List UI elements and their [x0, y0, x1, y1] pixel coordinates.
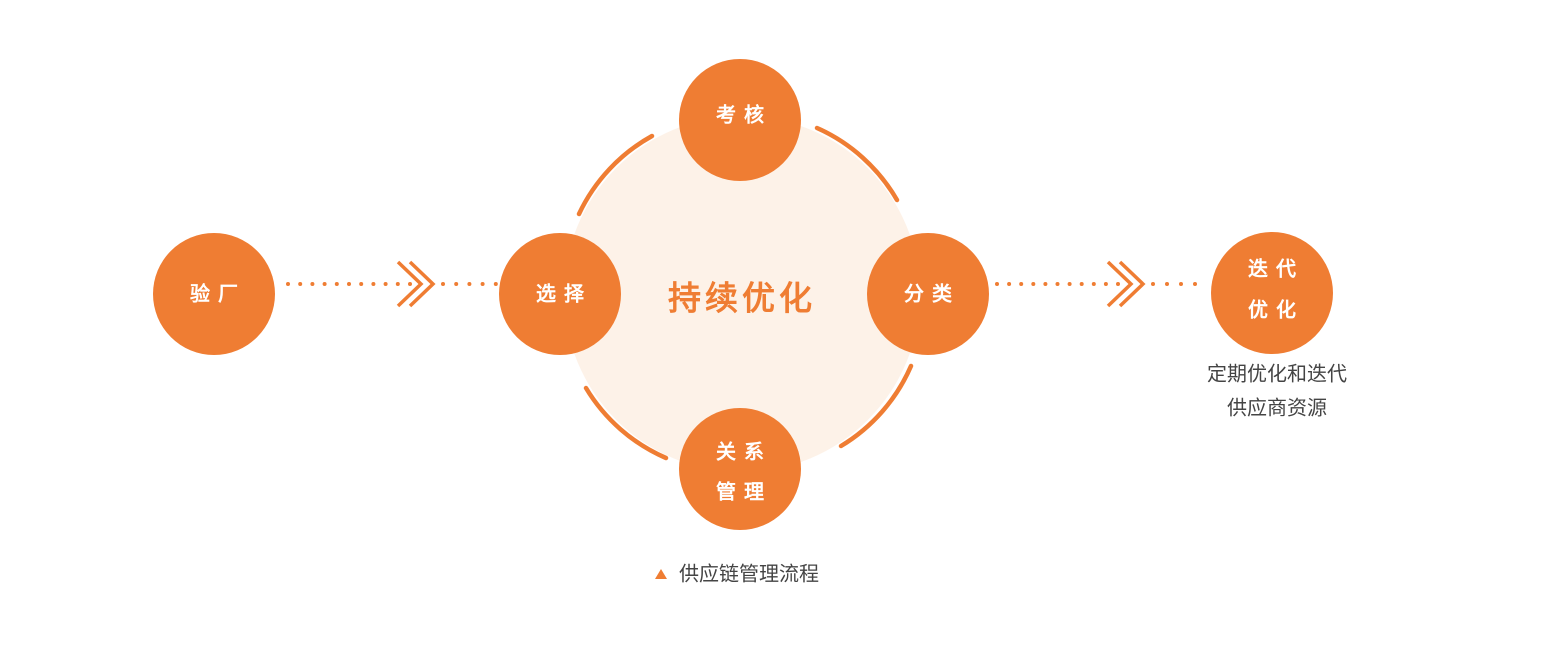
node-label: 选择	[536, 282, 592, 306]
node-label-line-2: 管理	[716, 480, 772, 504]
node-label: 分类	[904, 282, 960, 306]
connector-dot	[298, 282, 303, 286]
connector-dot	[1165, 282, 1169, 286]
cycle-arc-top-right	[814, 125, 900, 203]
node-iterative-optimization: 迭代 优化	[1211, 232, 1333, 354]
connector-left-dots-b	[441, 282, 498, 286]
node-label-line-2: 优化	[1248, 298, 1304, 322]
connector-dot	[1067, 282, 1072, 286]
double-chevron-right-icon	[1106, 260, 1146, 308]
connector-dot	[1031, 282, 1036, 286]
connector-dot	[334, 282, 339, 286]
center-title: 持续优化	[668, 279, 816, 318]
connector-dot	[1091, 282, 1096, 286]
node-circle	[679, 408, 801, 530]
connector-left	[286, 260, 498, 308]
node-circle	[867, 233, 989, 355]
connector-dot	[454, 282, 459, 286]
cycle-arcs	[576, 125, 914, 461]
optimization-note: 定期优化和迭代 供应商资源	[1207, 362, 1347, 420]
connector-dot	[310, 282, 315, 286]
connector-dot	[1055, 282, 1060, 286]
cycle-arc-top-left	[576, 133, 655, 217]
connector-dot	[408, 282, 412, 286]
connector-dot	[441, 282, 445, 286]
optimization-note-line-1: 定期优化和迭代	[1207, 362, 1347, 386]
connector-dot	[322, 282, 327, 286]
connector-dot	[395, 282, 400, 286]
node-label: 验厂	[190, 282, 246, 306]
node-classification: 分类	[867, 233, 989, 355]
chevron-stroke	[408, 260, 436, 308]
node-assessment: 考核	[679, 59, 801, 181]
node-circle	[679, 59, 801, 181]
cycle-arc-bottom-right	[838, 363, 914, 449]
connector-dot	[1007, 282, 1012, 286]
node-selection: 选择	[499, 233, 621, 355]
connector-dot	[383, 282, 388, 286]
connector-dot	[1116, 282, 1120, 286]
connector-dot	[1019, 282, 1024, 286]
node-circle	[1211, 232, 1333, 354]
connector-dot	[493, 282, 498, 286]
chevron-stroke	[1106, 260, 1134, 308]
caption-text: 供应链管理流程	[679, 562, 819, 586]
connector-dot	[1043, 282, 1048, 286]
connector-dot	[359, 282, 364, 286]
chevron-stroke	[1118, 260, 1146, 308]
node-relationship-management: 关系 管理	[679, 408, 801, 530]
optimization-note-line-2: 供应商资源	[1227, 396, 1327, 420]
connector-dot	[347, 282, 351, 286]
double-chevron-right-icon	[396, 260, 436, 308]
connector-dot	[1179, 282, 1183, 286]
connector-dot	[467, 282, 472, 286]
connector-left-dots-a	[286, 282, 412, 286]
connector-dot	[1151, 282, 1155, 286]
node-circle	[153, 233, 275, 355]
connector-dot	[995, 282, 999, 286]
connector-dot	[1193, 282, 1197, 286]
connector-right-dots-b	[1151, 282, 1197, 286]
connector-right-dots-a	[995, 282, 1120, 286]
node-factory-audit: 验厂	[153, 233, 275, 355]
chevron-stroke	[396, 260, 424, 308]
connector-dot	[286, 282, 290, 286]
node-label-line-1: 迭代	[1248, 257, 1304, 281]
connector-right	[995, 260, 1197, 308]
connector-dot	[1103, 282, 1108, 286]
cycle-arc-bottom-left	[583, 385, 669, 461]
node-label-line-1: 关系	[716, 440, 772, 464]
connector-dot	[1079, 282, 1084, 286]
connector-dot	[480, 282, 485, 286]
node-label: 考核	[716, 103, 772, 127]
connector-dot	[371, 282, 376, 286]
cycle-background	[564, 116, 920, 472]
diagram-caption: 供应链管理流程	[655, 562, 819, 586]
triangle-up-icon	[655, 569, 667, 579]
node-circle	[499, 233, 621, 355]
